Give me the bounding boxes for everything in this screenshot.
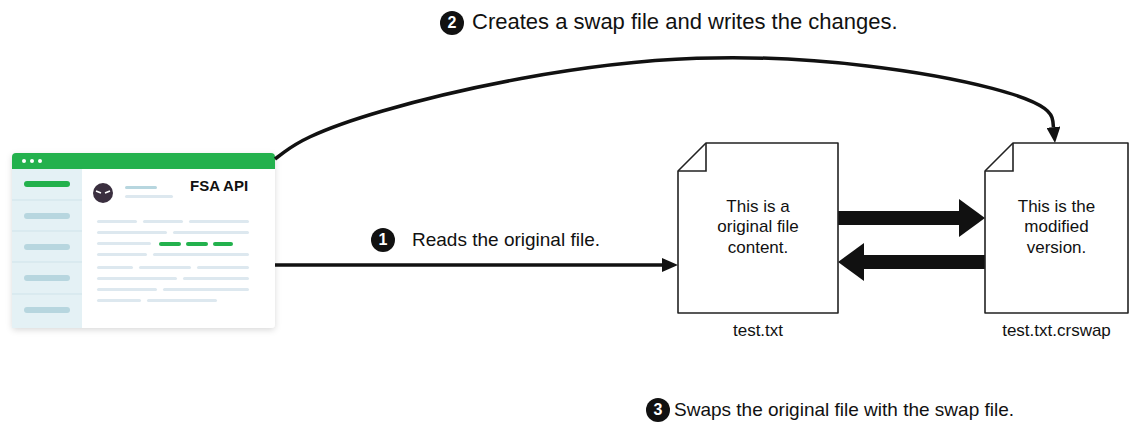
sidebar-divider — [12, 262, 82, 263]
sidebar-item — [24, 307, 70, 313]
window-dot — [30, 159, 34, 163]
avatar-eyes — [96, 191, 110, 193]
sidebar-divider — [12, 200, 82, 201]
file-content: This is the modified version. — [1001, 197, 1112, 258]
sidebar-divider — [12, 294, 82, 295]
content-lines — [97, 220, 249, 302]
folded-corner — [985, 143, 1013, 171]
title-bar — [12, 153, 275, 169]
folded-corner — [678, 143, 706, 171]
window-dot — [22, 159, 26, 163]
callout-number: 3 — [646, 398, 670, 422]
edge-label: Reads the original file. — [410, 229, 602, 251]
document-shape — [678, 143, 838, 313]
callout-number: 1 — [371, 228, 395, 252]
edge-label: Creates a swap file and writes the chang… — [470, 9, 900, 35]
file-name: test.txt.crswap — [1002, 321, 1111, 341]
sidebar-item — [24, 181, 70, 187]
sidebar-item — [24, 275, 70, 281]
swap-arrow — [864, 255, 985, 269]
window-dot — [38, 159, 42, 163]
title-bar — [12, 162, 275, 169]
flow-arrow — [275, 263, 662, 267]
sidebar-divider — [12, 231, 82, 232]
file-name: test.txt — [733, 321, 783, 341]
document-shape — [985, 143, 1128, 313]
callout-number: 2 — [440, 11, 464, 35]
flow-arrow — [275, 58, 1053, 159]
swap-arrow — [838, 211, 959, 225]
avatar — [93, 183, 113, 203]
file-document: This is the modified version.test.txt.cr… — [985, 143, 1128, 313]
sidebar-item — [24, 244, 70, 250]
sidebar — [12, 169, 82, 328]
browser-app: FSA API — [12, 153, 275, 328]
step-note: Swaps the original file with the swap fi… — [674, 399, 1014, 421]
highlight-line — [159, 242, 233, 246]
content-line — [125, 195, 173, 198]
browser-window — [12, 153, 275, 328]
sidebar-item — [24, 213, 70, 219]
content-line — [125, 186, 157, 189]
app-title: FSA API — [190, 177, 248, 194]
file-content: This is a original file content. — [700, 197, 816, 258]
file-document: This is a original file content.test.txt — [678, 143, 838, 313]
